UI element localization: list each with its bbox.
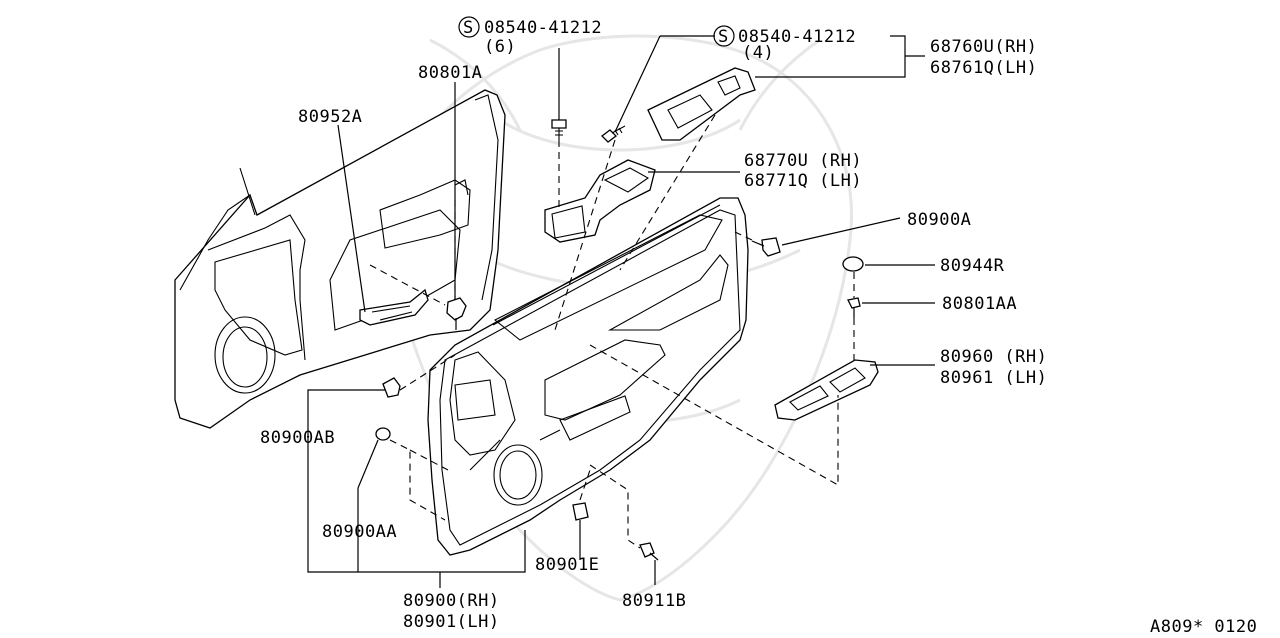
label-68770U: 68770U (RH): [744, 151, 862, 171]
screw-08540-4: [601, 125, 626, 143]
vent-68770U: [544, 159, 656, 243]
clip-80900AB: [382, 377, 401, 398]
label-80960: 80960 (RH): [940, 347, 1047, 367]
screw-80911B: [639, 542, 659, 561]
label-80900AB: 80900AB: [260, 428, 335, 448]
label-screw-1: 08540-41212: [484, 18, 602, 38]
label-80901E: 80901E: [535, 555, 599, 575]
label-80900A: 80900A: [907, 210, 971, 230]
clip-80901E: [572, 502, 589, 521]
part-labels: 08540-41212 (6) 08540-41212 (4) 68760U(R…: [260, 18, 1257, 637]
label-80952A: 80952A: [298, 107, 362, 127]
label-screw-2-qty: (4): [742, 43, 774, 63]
label-80901: 80901(LH): [403, 612, 500, 632]
label-80944R: 80944R: [940, 256, 1005, 276]
screw-80801AA: [847, 297, 861, 318]
clip-80900AA: [375, 427, 391, 441]
bracket-80952A: [359, 288, 429, 326]
label-screw-2: 08540-41212: [738, 27, 856, 47]
label-80801A: 80801A: [418, 63, 482, 83]
s-marker-1-text: S: [463, 18, 474, 38]
dashed-lines: [369, 114, 855, 549]
door-trim-panel: [427, 197, 749, 556]
s-marker-2: S: [713, 25, 735, 47]
label-80911B: 80911B: [622, 591, 686, 611]
screw-08540-6: [551, 119, 567, 140]
label-80801AA: 80801AA: [942, 294, 1017, 314]
s-marker-2-text: S: [718, 27, 729, 47]
switch-panel-80960: [774, 359, 879, 421]
cap-80944R: [842, 256, 864, 272]
label-68771Q: 68771Q (LH): [744, 171, 862, 191]
clip-80900A: [751, 237, 781, 257]
label-80961: 80961 (LH): [940, 368, 1047, 388]
leader-lines: [307, 35, 935, 588]
label-80900: 80900(RH): [403, 591, 500, 611]
door-inner-panel: [174, 89, 506, 429]
label-screw-1-qty: (6): [484, 37, 516, 57]
diagram-code: A809* 0120: [1150, 617, 1257, 637]
label-80900AA: 80900AA: [322, 522, 397, 542]
label-68761Q: 68761Q(LH): [930, 58, 1037, 78]
label-68760U: 68760U(RH): [930, 37, 1037, 57]
clip-80801A: [446, 297, 467, 330]
finisher-68760U: [647, 67, 756, 141]
s-marker-1: S: [458, 16, 480, 38]
